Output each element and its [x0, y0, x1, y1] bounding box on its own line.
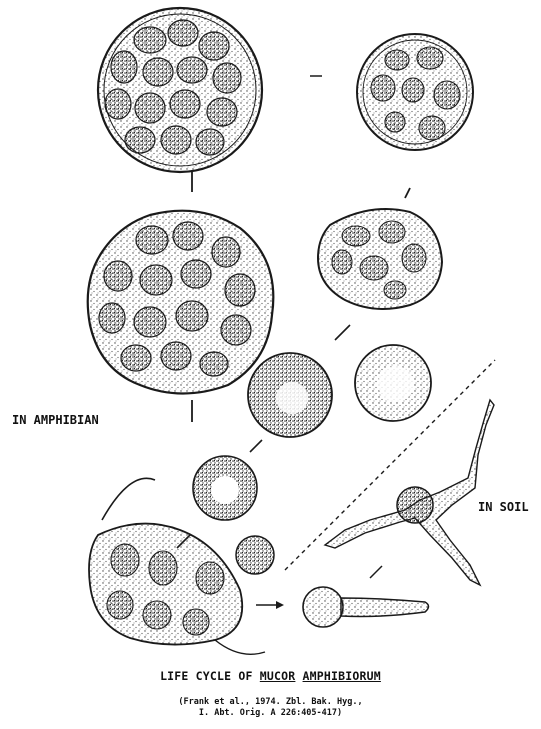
label-in-amphibian: IN AMPHIBIAN — [12, 413, 99, 427]
title-space — [295, 669, 302, 683]
arrowhead-right — [276, 601, 284, 609]
mature-spherule-middle-left — [88, 211, 274, 394]
figure-title: LIFE CYCLE OF MUCOR AMPHIBIORUM — [0, 669, 541, 683]
citation-line-1: (Frank et al., 1974. Zbl. Bak. Hyg., — [0, 697, 541, 707]
title-prefix: LIFE CYCLE OF — [160, 669, 260, 683]
title-genus: MUCOR — [260, 669, 296, 683]
hyphal-growth — [325, 400, 494, 585]
small-spherule — [236, 536, 274, 574]
title-species: AMPHIBIORUM — [303, 669, 381, 683]
mature-spherule-top-left — [98, 8, 262, 172]
citation-line-2: I. Abt. Orig. A 226:405-417) — [0, 708, 541, 718]
arrow-diag-2 — [250, 440, 262, 452]
ring-spherule — [193, 456, 257, 520]
label-in-soil: IN SOIL — [478, 500, 529, 514]
young-spherule-right — [355, 345, 431, 421]
spherule-top-right — [357, 34, 473, 150]
spherule-middle-right — [318, 209, 442, 309]
arrow-up-right — [405, 188, 410, 198]
arrow-diag-1 — [335, 325, 350, 340]
arrow-up-soil — [370, 566, 382, 578]
young-spherule-center — [248, 353, 332, 437]
germinating-spore — [303, 587, 429, 627]
